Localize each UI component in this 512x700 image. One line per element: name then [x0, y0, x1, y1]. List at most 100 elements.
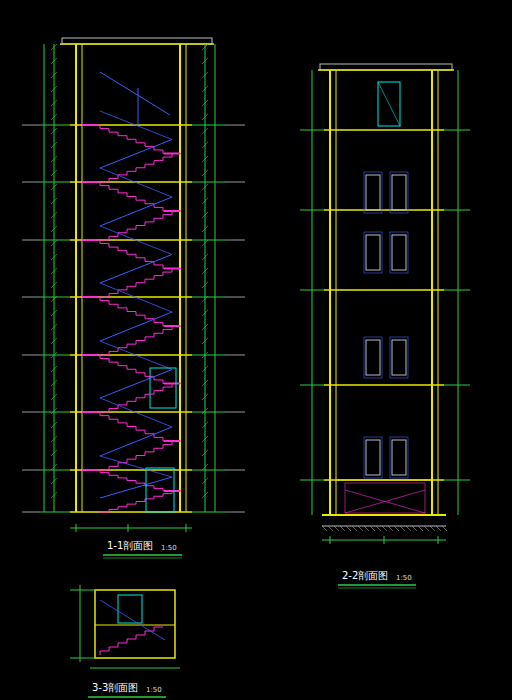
cad-line — [345, 490, 425, 513]
cad-line — [329, 70, 331, 515]
cad-line — [82, 124, 98, 126]
cad-line — [202, 394, 208, 400]
cad-line — [358, 526, 363, 531]
cad-line — [95, 625, 175, 626]
cad-line — [322, 526, 327, 531]
cad-line — [202, 100, 208, 106]
cad-line — [202, 198, 208, 204]
cad-rect — [95, 590, 175, 658]
cad-line — [70, 181, 192, 183]
cad-line — [51, 198, 57, 204]
cad-line — [384, 536, 385, 544]
cad-rect — [390, 172, 408, 213]
cad-line — [202, 72, 208, 78]
cad-line — [202, 324, 208, 330]
cad-line — [202, 58, 208, 64]
cad-line — [51, 352, 57, 358]
cad-line — [22, 240, 40, 241]
cad-line — [336, 70, 337, 515]
cad-line — [164, 383, 180, 385]
cad-line — [51, 142, 57, 148]
cad-line — [202, 184, 208, 190]
cad-line — [51, 268, 57, 274]
cad-line — [202, 268, 208, 274]
cad-line — [51, 436, 57, 442]
cad-line — [202, 450, 208, 456]
cad-line — [192, 512, 225, 513]
cad-line — [202, 380, 208, 386]
cad-rect — [378, 82, 400, 126]
cad-line — [442, 526, 447, 531]
cad-line — [406, 526, 411, 531]
cad-line — [202, 408, 208, 414]
cad-line — [51, 450, 57, 456]
cad-line — [70, 411, 192, 413]
cad-line — [51, 310, 57, 316]
cad-rect — [62, 38, 212, 44]
cad-rect — [366, 440, 380, 475]
cad-line — [202, 170, 208, 176]
cad-line — [164, 210, 180, 212]
cad-line — [70, 528, 192, 529]
cad-line — [51, 478, 57, 484]
cad-rect — [320, 64, 452, 70]
cad-line — [444, 130, 470, 131]
cad-line — [51, 212, 57, 218]
cad-line — [324, 384, 444, 386]
cad-line — [418, 526, 423, 531]
cad-line — [202, 156, 208, 162]
cad-line — [51, 296, 57, 302]
cad-line — [202, 296, 208, 302]
cad-rect — [146, 468, 174, 512]
cad-line — [431, 70, 433, 515]
cad-line — [444, 210, 470, 211]
cad-line — [51, 170, 57, 176]
stair-flight — [91, 412, 172, 441]
cad-line — [202, 128, 208, 134]
cad-line — [192, 240, 225, 241]
cad-line — [51, 100, 57, 106]
cad-line — [128, 524, 129, 532]
cad-line — [60, 43, 214, 45]
cad-line — [202, 492, 208, 498]
cad-line — [202, 422, 208, 428]
cad-line — [324, 289, 444, 291]
cad-line — [51, 128, 57, 134]
cad-line — [202, 478, 208, 484]
scale-note: 1:50 — [160, 542, 178, 554]
cad-line — [225, 512, 245, 513]
cad-line — [388, 526, 393, 531]
cad-line — [186, 44, 187, 512]
cad-line — [100, 111, 172, 140]
cad-line — [100, 427, 172, 456]
cad-line — [22, 512, 40, 513]
cad-line — [70, 658, 95, 659]
cad-line — [202, 310, 208, 316]
cad-line — [345, 490, 425, 513]
cad-line — [164, 153, 180, 155]
cad-line — [51, 492, 57, 498]
cad-line — [202, 240, 208, 246]
stair-flight — [100, 441, 181, 470]
cad-line — [51, 324, 57, 330]
stair-flight — [100, 326, 181, 355]
cad-line — [51, 394, 57, 400]
cad-line — [70, 124, 192, 126]
cad-line — [376, 526, 381, 531]
cad-line — [22, 182, 40, 183]
cad-line — [51, 44, 57, 50]
cad-line — [138, 88, 139, 125]
stair-flight — [100, 211, 181, 240]
cad-line — [202, 44, 208, 50]
cad-line — [103, 554, 182, 556]
cad-rect — [390, 232, 408, 273]
cad-line — [430, 526, 435, 531]
cad-line — [202, 338, 208, 344]
cad-line — [164, 325, 180, 327]
cad-line — [312, 70, 313, 515]
cad-line — [51, 408, 57, 414]
cad-line — [100, 255, 172, 284]
cad-line — [215, 44, 216, 512]
stair-flight — [91, 182, 172, 211]
cad-line — [382, 526, 387, 531]
